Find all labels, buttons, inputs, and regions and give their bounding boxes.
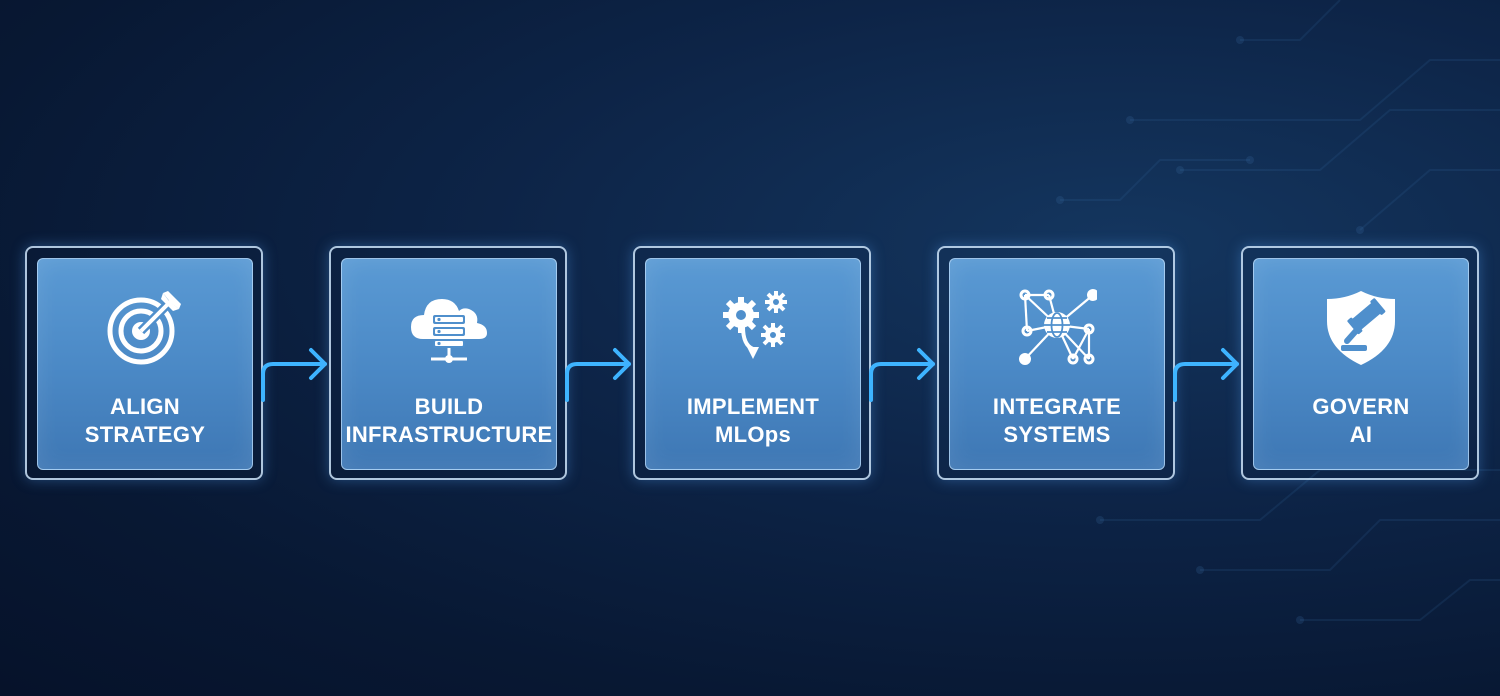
step-build-infrastructure: BUILD INFRASTRUCTURE (329, 246, 567, 480)
cloud-server-icon (411, 299, 487, 363)
step-title-line1: IMPLEMENT (686, 394, 820, 419)
step-title-line1: INTEGRATE (992, 394, 1122, 419)
target-icon (107, 291, 181, 365)
step-title-line2: INFRASTRUCTURE (345, 422, 553, 447)
step-title-line2: STRATEGY (84, 422, 206, 447)
gears-icon (723, 291, 787, 359)
shield-gavel-icon (1327, 291, 1395, 365)
step-card: BUILD INFRASTRUCTURE (341, 258, 557, 470)
connector-arrow (565, 348, 631, 402)
step-card: IMPLEMENT MLOps (645, 258, 861, 470)
network-globe-icon (1019, 289, 1097, 365)
step-card: INTEGRATE SYSTEMS (949, 258, 1165, 470)
step-title-line2: MLOps (714, 422, 792, 447)
step-title-line1: BUILD (414, 394, 484, 419)
step-title-line2: AI (1349, 422, 1373, 447)
step-integrate-systems: INTEGRATE SYSTEMS (937, 246, 1175, 480)
connector-arrow (1173, 348, 1239, 402)
step-title-line2: SYSTEMS (1003, 422, 1111, 447)
step-title-line1: ALIGN (110, 394, 180, 419)
connector-arrow (869, 348, 935, 402)
step-title-line1: GOVERN (1312, 394, 1410, 419)
step-card: GOVERN AI (1253, 258, 1469, 470)
connector-arrow (261, 348, 327, 402)
step-implement-mlops: IMPLEMENT MLOps (633, 246, 871, 480)
step-align-strategy: ALIGN STRATEGY (25, 246, 263, 480)
step-govern-ai: GOVERN AI (1241, 246, 1479, 480)
step-card: ALIGN STRATEGY (37, 258, 253, 470)
